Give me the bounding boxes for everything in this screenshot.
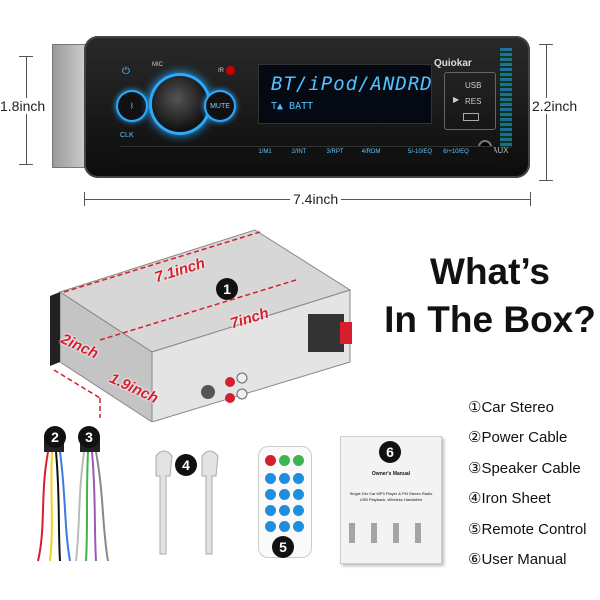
manual-feature-icons	[349, 523, 433, 543]
remote-power-icon	[265, 455, 276, 466]
item-label: Speaker Cable	[481, 459, 581, 477]
res-label: RES	[465, 97, 482, 106]
mute-label: MUTE	[210, 102, 230, 110]
overall-height-dim-tick-bottom	[539, 180, 553, 181]
aux-label: AUX	[492, 146, 509, 155]
manual-subtitle: Single Din Car MP3 Player & FM Stereo Ra…	[349, 491, 433, 502]
front-height-dim-tick-bottom	[19, 164, 33, 165]
usb-slot-icon	[463, 113, 479, 121]
badge-2: 2	[44, 426, 66, 448]
title-line-2: In The Box?	[384, 299, 596, 340]
width-dim-tick-left	[84, 192, 85, 206]
remote-key	[293, 505, 304, 516]
item-number: ④	[468, 490, 482, 508]
item-number: ③	[468, 459, 482, 477]
badge-4: 4	[175, 454, 197, 476]
remote-key	[279, 521, 290, 532]
remote-key	[279, 489, 290, 500]
item-label: Iron Sheet	[481, 490, 551, 508]
overall-height-dim-tick-top	[539, 44, 553, 45]
item-label: Car Stereo	[481, 398, 554, 416]
remote-key	[293, 521, 304, 532]
usb-port-panel: USB ▶ RES	[444, 72, 496, 130]
remote-key	[265, 489, 276, 500]
clk-label: CLK	[120, 132, 134, 139]
remote-key	[265, 473, 276, 484]
stereo-chassis-illustration	[50, 229, 352, 422]
item-number: ⑥	[468, 551, 482, 569]
item-label: Power Cable	[481, 429, 568, 447]
remote-key	[279, 505, 290, 516]
mic-label: MIC	[152, 62, 163, 68]
title-line-1: What’s	[430, 251, 550, 292]
wiring-harness-cables	[37, 438, 109, 562]
badge-1: 1	[216, 278, 238, 300]
user-manual: 6 Owner's Manual Single Din Car MP3 Play…	[340, 436, 442, 564]
volume-knob	[152, 76, 208, 132]
manual-title: Owner's Manual	[371, 471, 411, 477]
width-dim-tick-right	[530, 192, 531, 206]
badge-3: 3	[78, 426, 100, 448]
item-label: Remote Control	[481, 520, 587, 538]
preset-button-strip	[120, 146, 494, 161]
preset-button-6: 6/+10/EQ	[443, 149, 469, 155]
bluetooth-button: ᛒ	[118, 92, 146, 120]
lcd-display: BT/iPod/ANDRD T▲ BATT	[258, 64, 432, 124]
ir-label: IR	[218, 68, 224, 74]
whats-in-the-box-title: What’s In The Box?	[384, 248, 596, 344]
preset-button-1: 1/M1	[258, 149, 272, 155]
preset-button-5: 5/-10/EQ	[407, 149, 432, 155]
badge-5: 5	[272, 536, 294, 558]
item-number: ②	[468, 429, 482, 447]
remote-mute-icon	[293, 455, 304, 466]
remote-key	[293, 489, 304, 500]
ir-sensor-icon	[226, 66, 235, 75]
usb-label: USB	[465, 81, 482, 90]
mute-button: MUTE	[206, 92, 234, 120]
play-icon: ▶	[453, 95, 460, 104]
front-height-label: 1.8inch	[0, 98, 46, 114]
remote-key	[279, 473, 290, 484]
display-line-1: BT/iPod/ANDRD	[271, 73, 433, 95]
remote-key	[265, 505, 276, 516]
item-number: ⑤	[468, 520, 482, 538]
side-led-strip	[500, 48, 512, 148]
overall-height-label: 2.2inch	[532, 98, 578, 114]
display-line-2: T▲ BATT	[271, 101, 314, 112]
item-label: User Manual	[481, 551, 567, 569]
item-number: ①	[468, 398, 482, 416]
preset-button-2: 2/INT	[291, 149, 307, 155]
remote-key	[293, 473, 304, 484]
width-label: 7.4inch	[290, 191, 342, 207]
preset-button-3: 3/RPT	[326, 149, 344, 155]
remote-mode-icon	[279, 455, 290, 466]
preset-button-4: 4/RDM	[361, 149, 381, 155]
remote-key	[265, 521, 276, 532]
badge-6: 6	[379, 441, 401, 463]
brand-logo: Quiokar	[434, 58, 472, 69]
power-icon: ⏻	[122, 66, 130, 77]
iron-sheet-illustration	[155, 450, 219, 555]
front-height-dim-tick-top	[19, 56, 33, 57]
